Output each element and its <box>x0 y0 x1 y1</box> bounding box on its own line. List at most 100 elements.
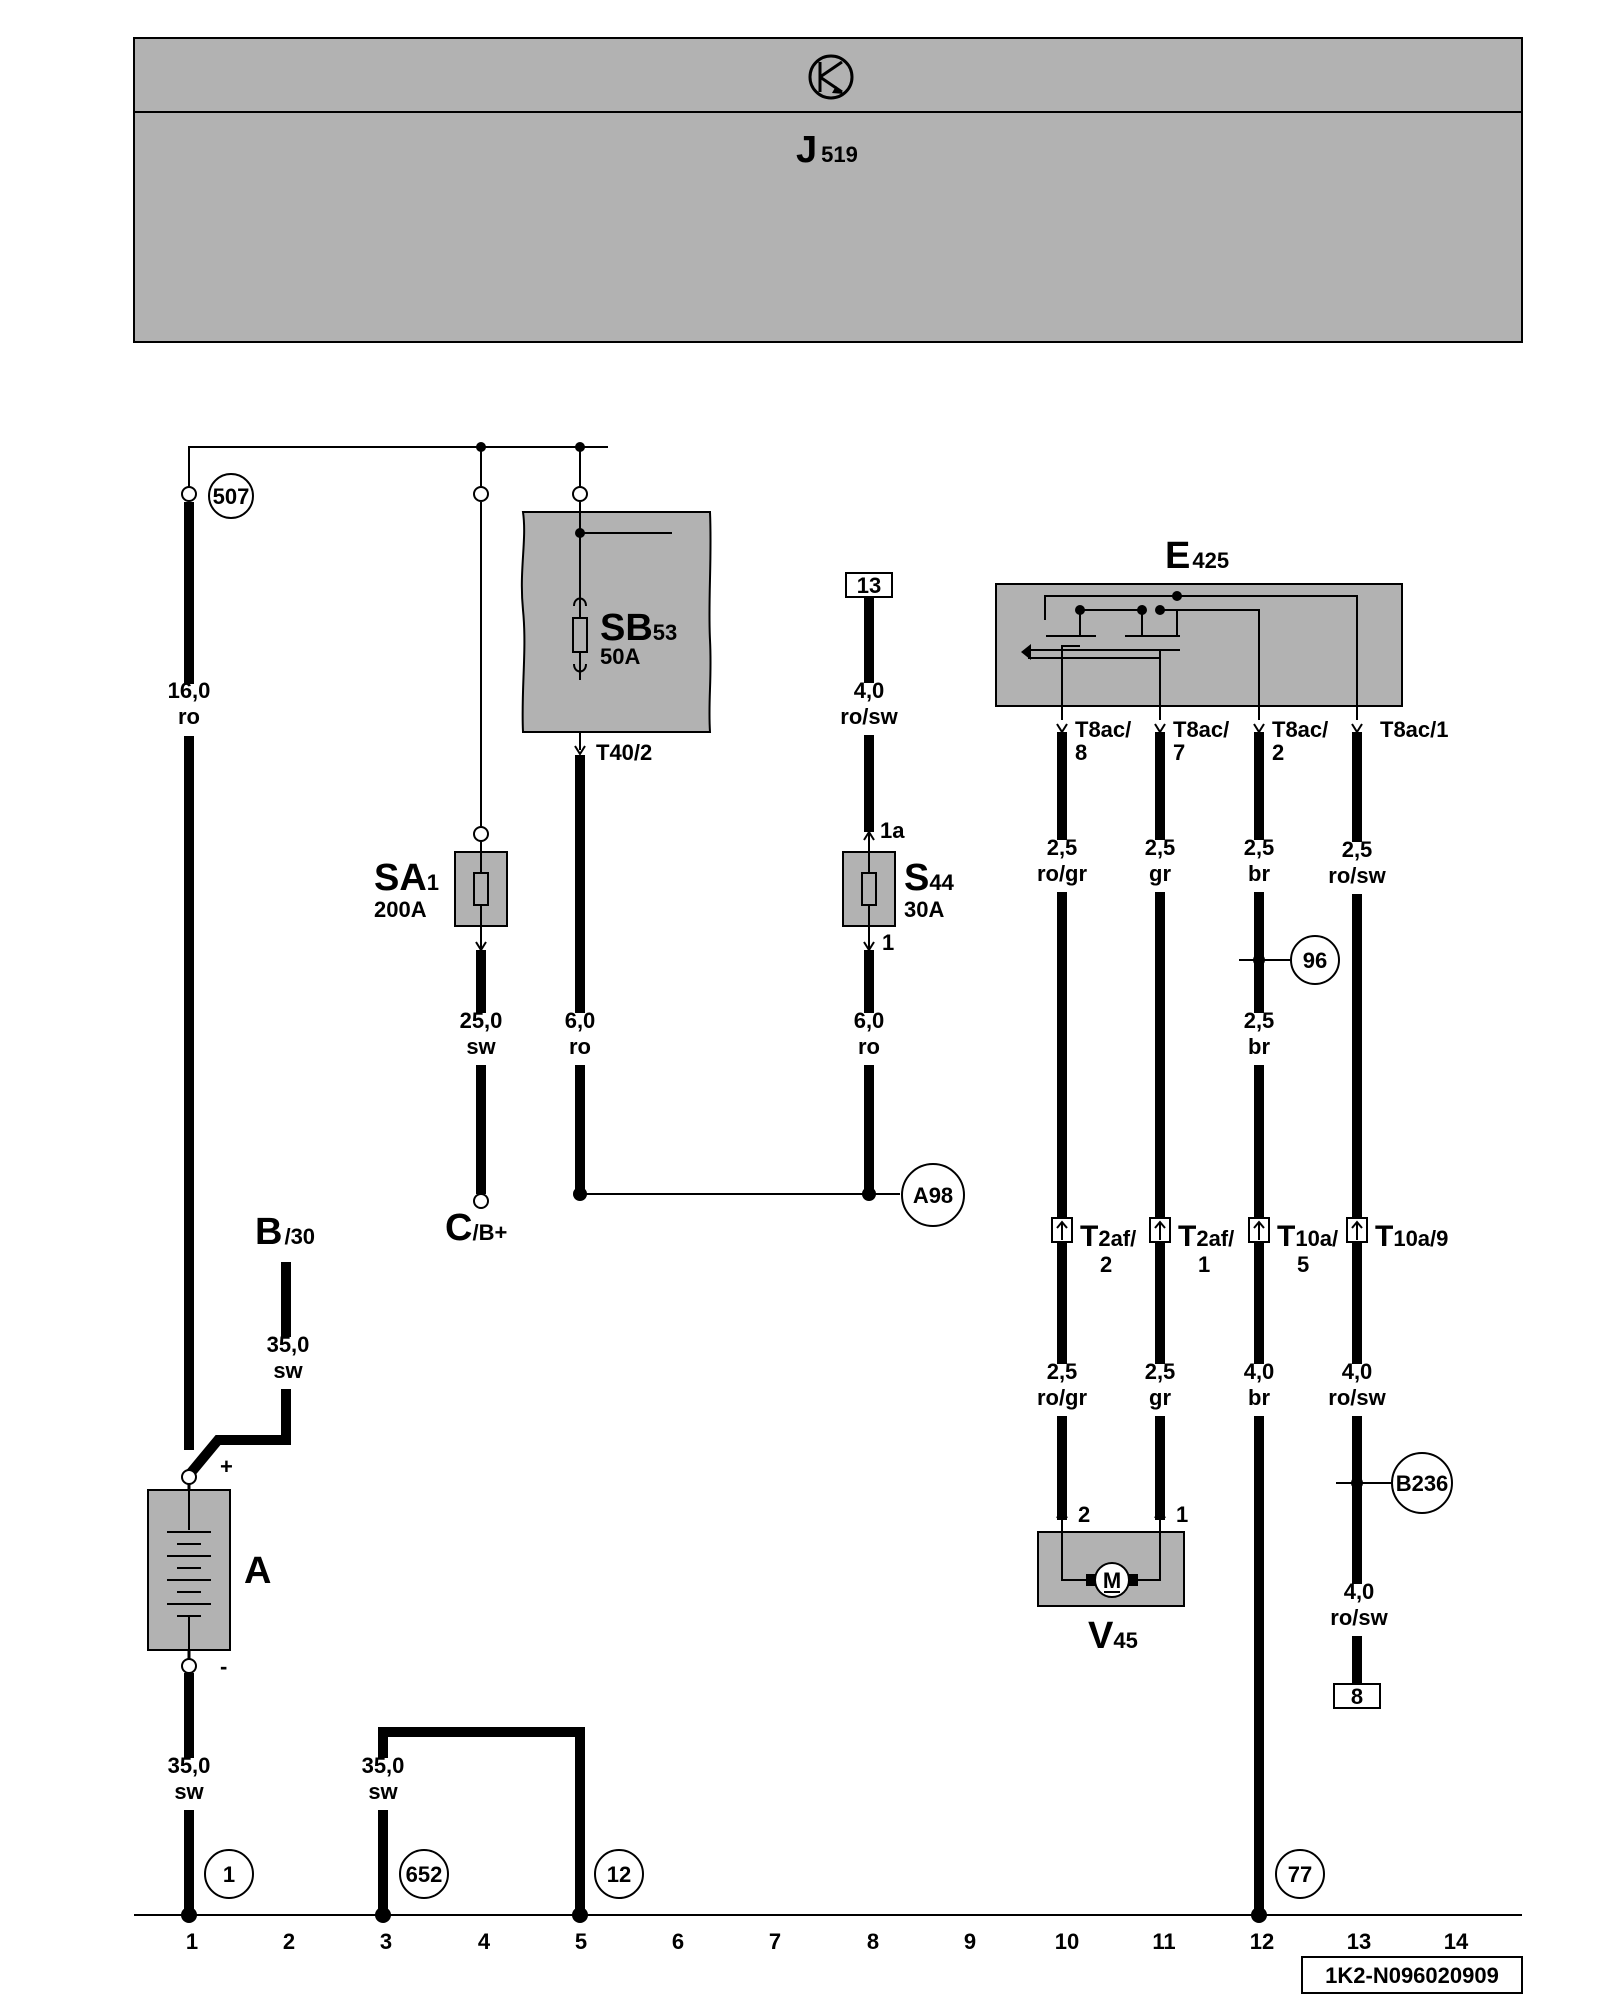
svg-text:13: 13 <box>1347 1929 1371 1954</box>
motor-v45: M <box>1037 1508 1185 1607</box>
svg-text:13: 13 <box>857 573 881 598</box>
ground-chassis-icon <box>808 54 854 100</box>
svg-text:10: 10 <box>1055 1929 1079 1954</box>
svg-text:A98: A98 <box>913 1183 953 1208</box>
svg-text:35,0: 35,0 <box>168 1753 211 1778</box>
document-id: 1K2-N096020909 <box>1301 1956 1523 1994</box>
svg-text:ro: ro <box>178 704 200 729</box>
terminal-b30-label: B/30 <box>255 1211 315 1253</box>
ref-652: 652 <box>399 1849 449 1899</box>
ref-12: 12 <box>594 1849 644 1899</box>
svg-text:br: br <box>1248 1385 1270 1410</box>
fuse-s44-label: S44 <box>904 857 955 899</box>
svg-text:sw: sw <box>273 1358 303 1383</box>
svg-text:2,5: 2,5 <box>1145 835 1176 860</box>
svg-text:8: 8 <box>1075 740 1087 765</box>
svg-text:96: 96 <box>1303 948 1327 973</box>
svg-text:2,5: 2,5 <box>1047 835 1078 860</box>
svg-text:gr: gr <box>1149 1385 1171 1410</box>
svg-text:507: 507 <box>213 484 250 509</box>
wire-strap-3-5 <box>378 1727 585 1910</box>
ref-1: 1 <box>204 1849 254 1899</box>
svg-text:ro/gr: ro/gr <box>1037 1385 1088 1410</box>
svg-text:ro: ro <box>858 1034 880 1059</box>
svg-text:2,5: 2,5 <box>1342 837 1373 862</box>
svg-text:sw: sw <box>466 1034 496 1059</box>
svg-text:+: + <box>220 1454 233 1479</box>
connector-t10a-5: T10a/ <box>1277 1220 1338 1253</box>
switch-e425 <box>995 583 1403 720</box>
svg-text:4,0: 4,0 <box>1244 1359 1275 1384</box>
svg-text:8: 8 <box>867 1929 879 1954</box>
svg-text:5: 5 <box>1297 1252 1309 1277</box>
svg-text:7: 7 <box>1173 740 1185 765</box>
svg-text:sw: sw <box>174 1779 204 1804</box>
svg-text:77: 77 <box>1288 1862 1312 1887</box>
track-numbers: 1 2 3 4 5 6 7 8 9 10 11 12 13 14 <box>186 1929 1469 1954</box>
svg-text:4: 4 <box>478 1929 491 1954</box>
svg-text:6,0: 6,0 <box>565 1008 596 1033</box>
svg-text:ro/gr: ro/gr <box>1037 861 1088 886</box>
svg-text:2,5: 2,5 <box>1047 1359 1078 1384</box>
svg-text:2,5: 2,5 <box>1145 1359 1176 1384</box>
ref-b236: B236 <box>1391 1452 1453 1514</box>
svg-text:6: 6 <box>672 1929 684 1954</box>
ref-507: 507 <box>208 473 254 519</box>
svg-text:A: A <box>244 1550 271 1592</box>
ref-box-8: 8 <box>1333 1683 1381 1709</box>
svg-text:14: 14 <box>1444 1929 1469 1954</box>
svg-text:35,0: 35,0 <box>362 1753 405 1778</box>
svg-text:50A: 50A <box>600 644 640 669</box>
svg-text:35,0: 35,0 <box>267 1332 310 1357</box>
svg-text:sw: sw <box>368 1779 398 1804</box>
svg-text:8: 8 <box>1351 1684 1363 1709</box>
switch-e425-label: E425 <box>1165 535 1229 577</box>
svg-text:2: 2 <box>1272 740 1284 765</box>
svg-text:4,0: 4,0 <box>1344 1579 1375 1604</box>
fuse-sa1-label: SA1 <box>374 857 439 899</box>
svg-text:T40/2: T40/2 <box>596 740 652 765</box>
svg-text:6,0: 6,0 <box>854 1008 885 1033</box>
motor-symbol: M <box>1103 1568 1121 1593</box>
svg-text:B236: B236 <box>1396 1471 1449 1496</box>
ref-a98: A98 <box>901 1163 965 1227</box>
motor-v45-label: V45 <box>1088 1615 1138 1657</box>
connector-t2af-1: T2af/ <box>1178 1220 1234 1253</box>
svg-text:12: 12 <box>1250 1929 1274 1954</box>
svg-text:2: 2 <box>1100 1252 1112 1277</box>
svg-text:ro/sw: ro/sw <box>1328 863 1386 888</box>
fuse-s44 <box>842 851 896 952</box>
svg-text:br: br <box>1248 861 1270 886</box>
terminal-cb-label: C/B+ <box>445 1207 507 1249</box>
svg-text:1: 1 <box>186 1929 198 1954</box>
svg-text:1K2-N096020909: 1K2-N096020909 <box>1325 1963 1499 1988</box>
svg-text:1: 1 <box>1198 1252 1210 1277</box>
ref-77: 77 <box>1275 1849 1325 1899</box>
svg-text:3: 3 <box>380 1929 392 1954</box>
ref-96: 96 <box>1290 935 1340 985</box>
svg-text:T8ac/: T8ac/ <box>1075 717 1131 742</box>
connector-t10a-9: T10a/9 <box>1375 1220 1448 1253</box>
svg-text:11: 11 <box>1152 1929 1175 1954</box>
svg-text:ro: ro <box>569 1034 591 1059</box>
svg-text:T8ac/1: T8ac/1 <box>1380 717 1449 742</box>
svg-text:br: br <box>1248 1034 1270 1059</box>
svg-text:9: 9 <box>964 1929 976 1954</box>
svg-text:ro/sw: ro/sw <box>1330 1605 1388 1630</box>
svg-text:2,5: 2,5 <box>1244 835 1275 860</box>
connectors-mid <box>1051 1217 1368 1243</box>
svg-text:5: 5 <box>575 1929 587 1954</box>
svg-text:2,5: 2,5 <box>1244 1008 1275 1033</box>
svg-text:1: 1 <box>1176 1502 1188 1527</box>
svg-text:gr: gr <box>1149 861 1171 886</box>
svg-text:ro/sw: ro/sw <box>1328 1385 1386 1410</box>
svg-text:16,0: 16,0 <box>168 678 211 703</box>
svg-text:652: 652 <box>406 1862 443 1887</box>
svg-text:2: 2 <box>283 1929 295 1954</box>
connector-t2af-2: T2af/ <box>1080 1220 1136 1253</box>
svg-text:T8ac/: T8ac/ <box>1173 717 1229 742</box>
battery-a: + - A <box>147 1454 271 1679</box>
svg-text:25,0: 25,0 <box>460 1008 503 1033</box>
fuse-sb53-label: SB53 <box>600 607 677 649</box>
svg-text:1: 1 <box>882 930 894 955</box>
